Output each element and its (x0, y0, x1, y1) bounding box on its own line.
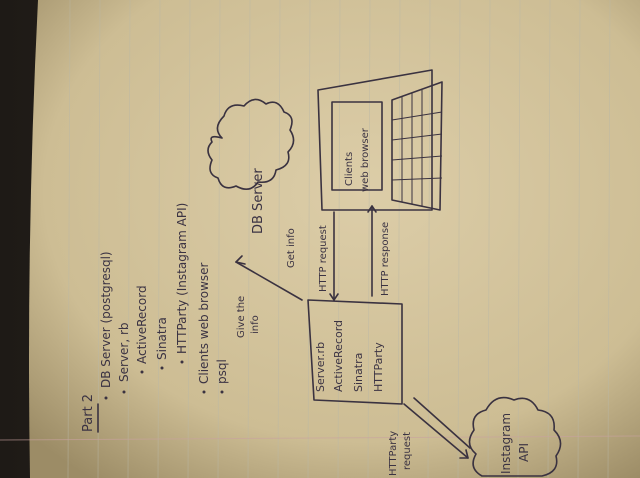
keyboard-grid (391, 86, 443, 208)
arrow-get-info: Get info (286, 228, 297, 268)
notes-item: Clients web browser (197, 262, 211, 384)
notes-item: HTTParty (Instagram API) (175, 203, 189, 354)
arrow-http-request: HTTP request (318, 225, 329, 292)
server-item: Sinatra (352, 353, 365, 392)
arrow-give-info-1: Give the (236, 296, 247, 338)
instagram-label-2: API (517, 443, 531, 462)
arrow-httparty-2: request (402, 432, 413, 470)
db-server-label: DB Server (251, 168, 266, 234)
arrows: Give the info Get info HTTP request HTTP… (235, 205, 471, 476)
notes-item: Server, rb (117, 322, 131, 382)
server-box: Server.rb ActiveRecord Sinatra HTTParty (307, 299, 403, 405)
clients-label-line1: Clients (344, 152, 355, 186)
laptop-clients-browser: Clients web browser (317, 69, 443, 211)
notes-heading: Part 2 (81, 394, 96, 432)
notes-item: DB Server (postgresql) (99, 251, 113, 388)
instagram-label-1: Instagram (499, 413, 513, 474)
arrow-httparty-1: HTTParty (388, 431, 399, 476)
server-item: ActiveRecord (332, 320, 345, 392)
arrow-give-info-2: info (250, 315, 261, 334)
ruled-lines (67, 0, 611, 478)
notes-item: psql (215, 359, 229, 384)
server-item: Server.rb (314, 342, 327, 392)
clients-label-line2: web browser (360, 127, 371, 192)
instagram-api-cloud: Instagram API (468, 396, 562, 477)
notes-item: Sinatra (155, 317, 169, 360)
notes-item: ActiveRecord (135, 285, 149, 364)
server-item: HTTParty (372, 342, 385, 392)
margin-line (0, 435, 640, 441)
arrow-http-response: HTTP response (380, 222, 391, 296)
db-server-cloud: DB Server (207, 98, 295, 234)
notes-list: Part 2 DB Server (postgresql) Server, rb… (81, 203, 229, 433)
